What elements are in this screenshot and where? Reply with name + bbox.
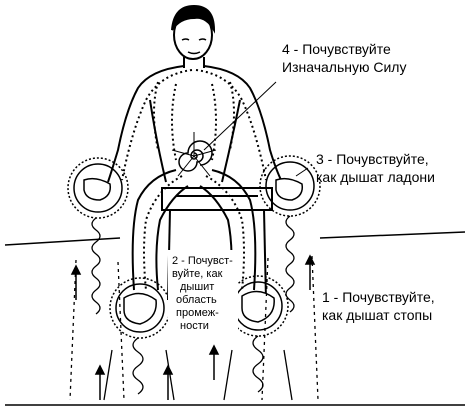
- label-2-line-1: 2 - Почувст-: [172, 255, 233, 267]
- label-4-line-1: 4 - Почувствуйте: [282, 41, 391, 57]
- energy-channels: [121, 69, 267, 181]
- head: [171, 4, 216, 68]
- label-2-line-2: вуйте, как: [172, 268, 223, 280]
- label-3-line-1: 3 - Почувствуйте,: [316, 151, 429, 167]
- left-foot-aura: [109, 277, 171, 339]
- energy-streams: [69, 215, 319, 401]
- label-2-line-5: промеж-: [176, 307, 219, 319]
- label-2-line-3: дышит: [180, 281, 214, 293]
- label-1-line-2: как дышат стопы: [322, 307, 432, 323]
- torso: [107, 65, 283, 183]
- floor-lines: [4, 231, 466, 406]
- label-4-line-2: Изначальную Силу: [282, 59, 406, 75]
- label-1-line-1: 1 - Почувствуйте,: [322, 289, 435, 305]
- navel-spiral: [171, 132, 217, 177]
- label-2-line-6: ности: [180, 320, 209, 332]
- right-hand-aura: [259, 155, 321, 217]
- chair: [161, 187, 273, 301]
- label-palms-breathing: 3 - Почувствуйте, как дышат ладони: [316, 151, 435, 185]
- label-3-line-2: как дышат ладони: [316, 169, 435, 185]
- label-2-line-4: область: [176, 294, 217, 306]
- left-hand-aura: [67, 157, 129, 219]
- leader-lines: [203, 81, 309, 177]
- label-feet-breathing: 1 - Почувствуйте, как дышат стопы: [322, 289, 435, 323]
- leg-channels: [143, 175, 245, 291]
- label-original-force: 4 - Почувствуйте Изначальную Силу: [282, 41, 406, 75]
- legs: [131, 169, 257, 291]
- flow-arrows: [70, 254, 316, 400]
- label-perineum-breathing: 2 - Почувст- вуйте, как дышит область пр…: [168, 250, 238, 334]
